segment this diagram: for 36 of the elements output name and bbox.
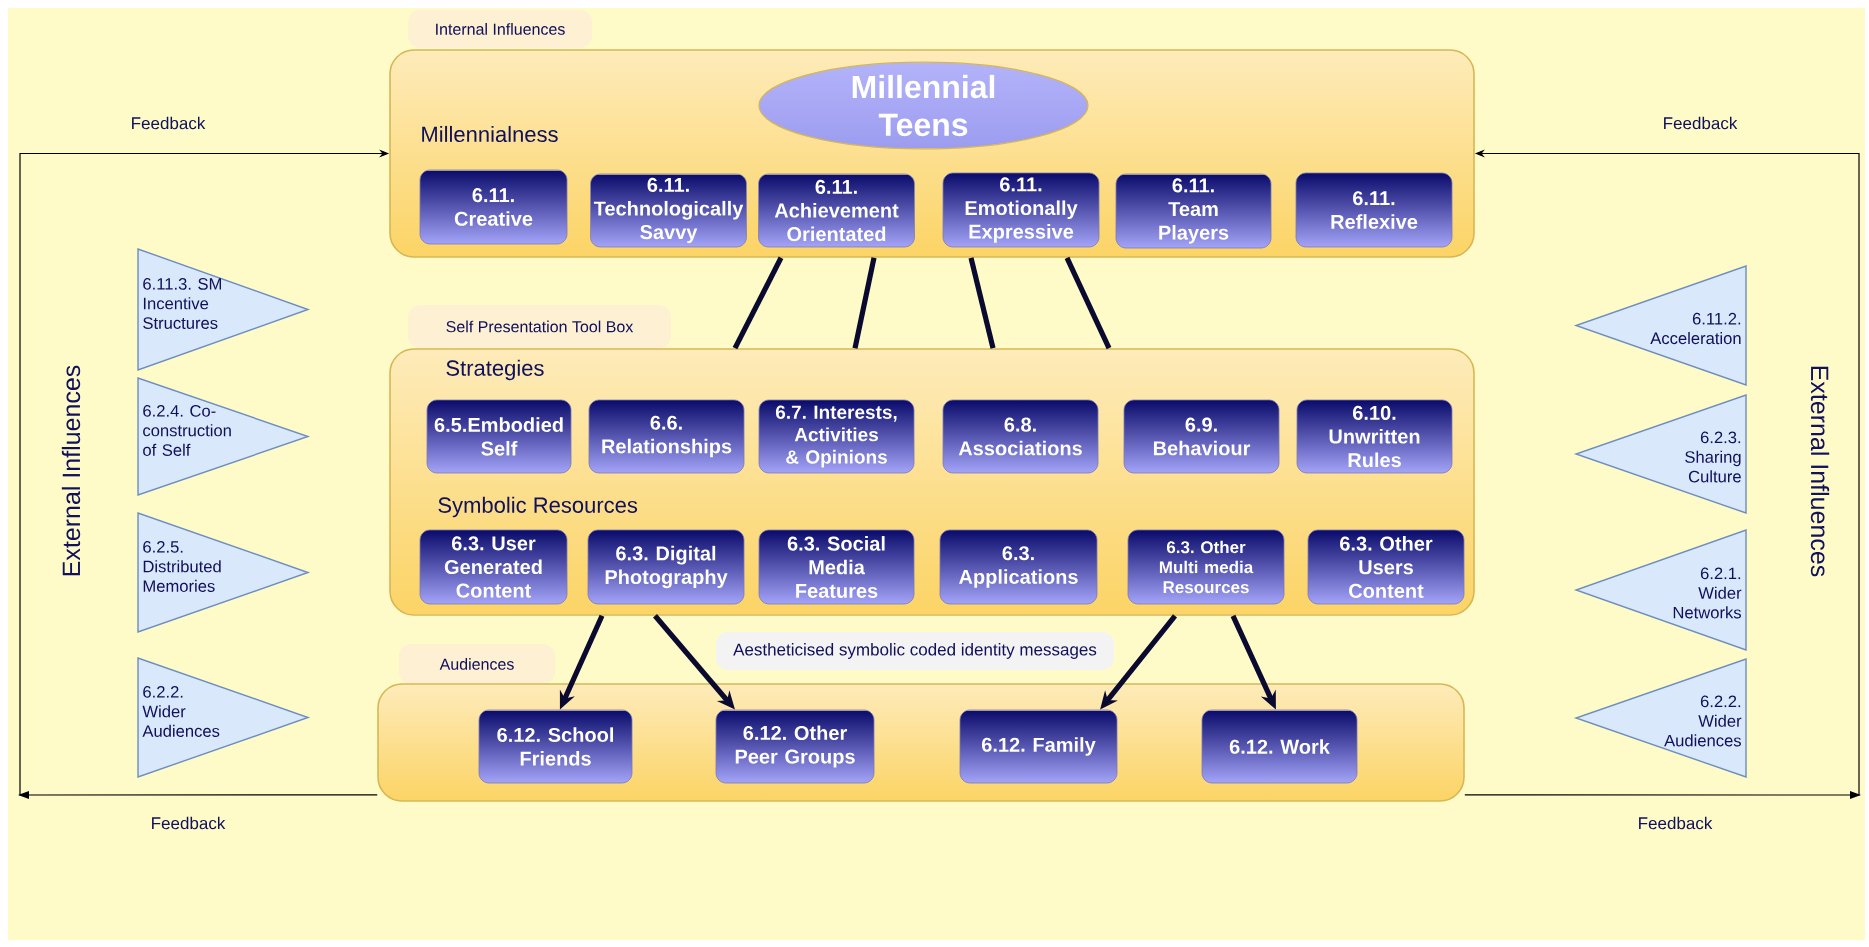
topic-box: 6.5.Embodied Self [426,399,572,474]
topic-box: 6.8. Associations [942,399,1099,474]
topic-box: 6.3. Other Users Content [1307,529,1465,605]
topic-box: 6.12. School Friends [478,709,633,784]
tab-label: Self Presentation Tool Box [408,305,671,348]
tab-label: Audiences [399,644,555,684]
topic-box: 6.3. Applications [939,529,1098,605]
topic-box: 6.10. Unwritten Rules [1296,399,1453,474]
topic-box: 6.11. Reflexive [1295,172,1453,248]
topic-box: 6.3. Digital Photography [587,529,745,605]
connector-line [968,257,996,349]
topic-box: 6.11. Emotionally Expressive [942,172,1100,248]
feedback-label: Feedback [1664,116,1738,130]
topic-box: 6.12. Other Peer Groups [715,709,875,784]
connector-line [852,257,877,349]
topic-box: 6.7. Interests, Activities & Opinions [758,399,915,474]
topic-box: 6.12. Family [959,709,1118,784]
tab-label: Internal Influences [408,10,592,48]
topic-box: 6.6. Relationships [588,399,745,474]
feedback-label: Feedback [132,116,206,130]
connector-line [1064,256,1112,350]
topic-box: 6.11. Creative [419,169,568,245]
topic-box: 6.3. Other Multi media Resources [1127,529,1285,605]
topic-box: 6.9. Behaviour [1123,399,1280,474]
topic-box: 6.11. Achievement Orientated [758,173,915,248]
topic-box: 6.12. Work [1201,709,1358,784]
side-label: External Influences [1810,366,1830,577]
topic-box: 6.11. Team Players [1115,173,1272,249]
message-banner: Aestheticised symbolic coded identity messages [716,632,1114,670]
feedback-label: Feedback [1639,816,1713,830]
topic-box: 6.3. Social Media Features [758,529,915,605]
topic-box: 6.11. Technologically Savvy [590,173,747,248]
side-label: External Influences [61,365,81,576]
feedback-label: Feedback [152,816,226,830]
connector-line [732,256,784,350]
topic-box: 6.3. User Generated Content [419,529,568,605]
